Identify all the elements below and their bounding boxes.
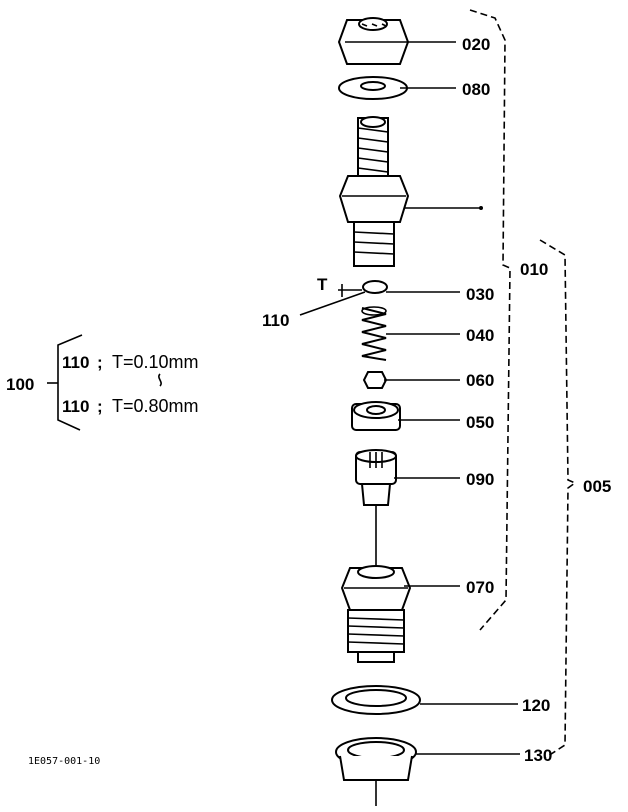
label-100: 100 <box>6 375 34 394</box>
part-070-retaining-nut <box>340 565 412 663</box>
part-nozzle-holder-body <box>338 116 410 267</box>
label-050: 050 <box>466 413 494 432</box>
bracket-100 <box>47 334 83 431</box>
label-030: 030 <box>466 285 494 304</box>
part-120-gasket <box>331 685 421 715</box>
part-130-heat-seal <box>335 737 417 806</box>
label-010: 010 <box>520 260 548 279</box>
bracket-005 <box>539 239 577 759</box>
part-090-nozzle-piece <box>355 449 397 568</box>
part-030-shim <box>338 280 388 297</box>
part-020-cap-nut <box>337 17 410 65</box>
label-005: 005 <box>583 477 611 496</box>
shim-spec: 110 ; T=0.10mm 110 ; T=0.80mm <box>62 352 199 416</box>
label-130: 130 <box>524 746 552 765</box>
spec-line1-sep: ; <box>97 353 103 372</box>
part-080-washer <box>338 76 408 100</box>
part-060-push-rod <box>362 371 388 389</box>
label-070: 070 <box>466 578 494 597</box>
spec-line1-value: T=0.10mm <box>112 352 199 372</box>
label-090: 090 <box>466 470 494 489</box>
label-020: 020 <box>462 35 490 54</box>
spec-line1-part: 110 <box>62 353 89 372</box>
label-120: 120 <box>522 696 550 715</box>
part-040-spring <box>361 306 387 361</box>
label-T: T <box>317 275 328 294</box>
label-060: 060 <box>466 371 494 390</box>
label-110: 110 <box>262 311 289 330</box>
label-040: 040 <box>466 326 494 345</box>
bracket-010 <box>469 9 511 631</box>
label-080: 080 <box>462 80 490 99</box>
spec-line2-part: 110 <box>62 397 89 416</box>
part-050-distance-piece <box>351 401 401 431</box>
figure-code: 1E057-001-10 <box>28 756 100 767</box>
spec-line2-sep: ; <box>97 397 103 416</box>
spec-line2-value: T=0.80mm <box>112 396 199 416</box>
leader-lines <box>299 41 520 755</box>
